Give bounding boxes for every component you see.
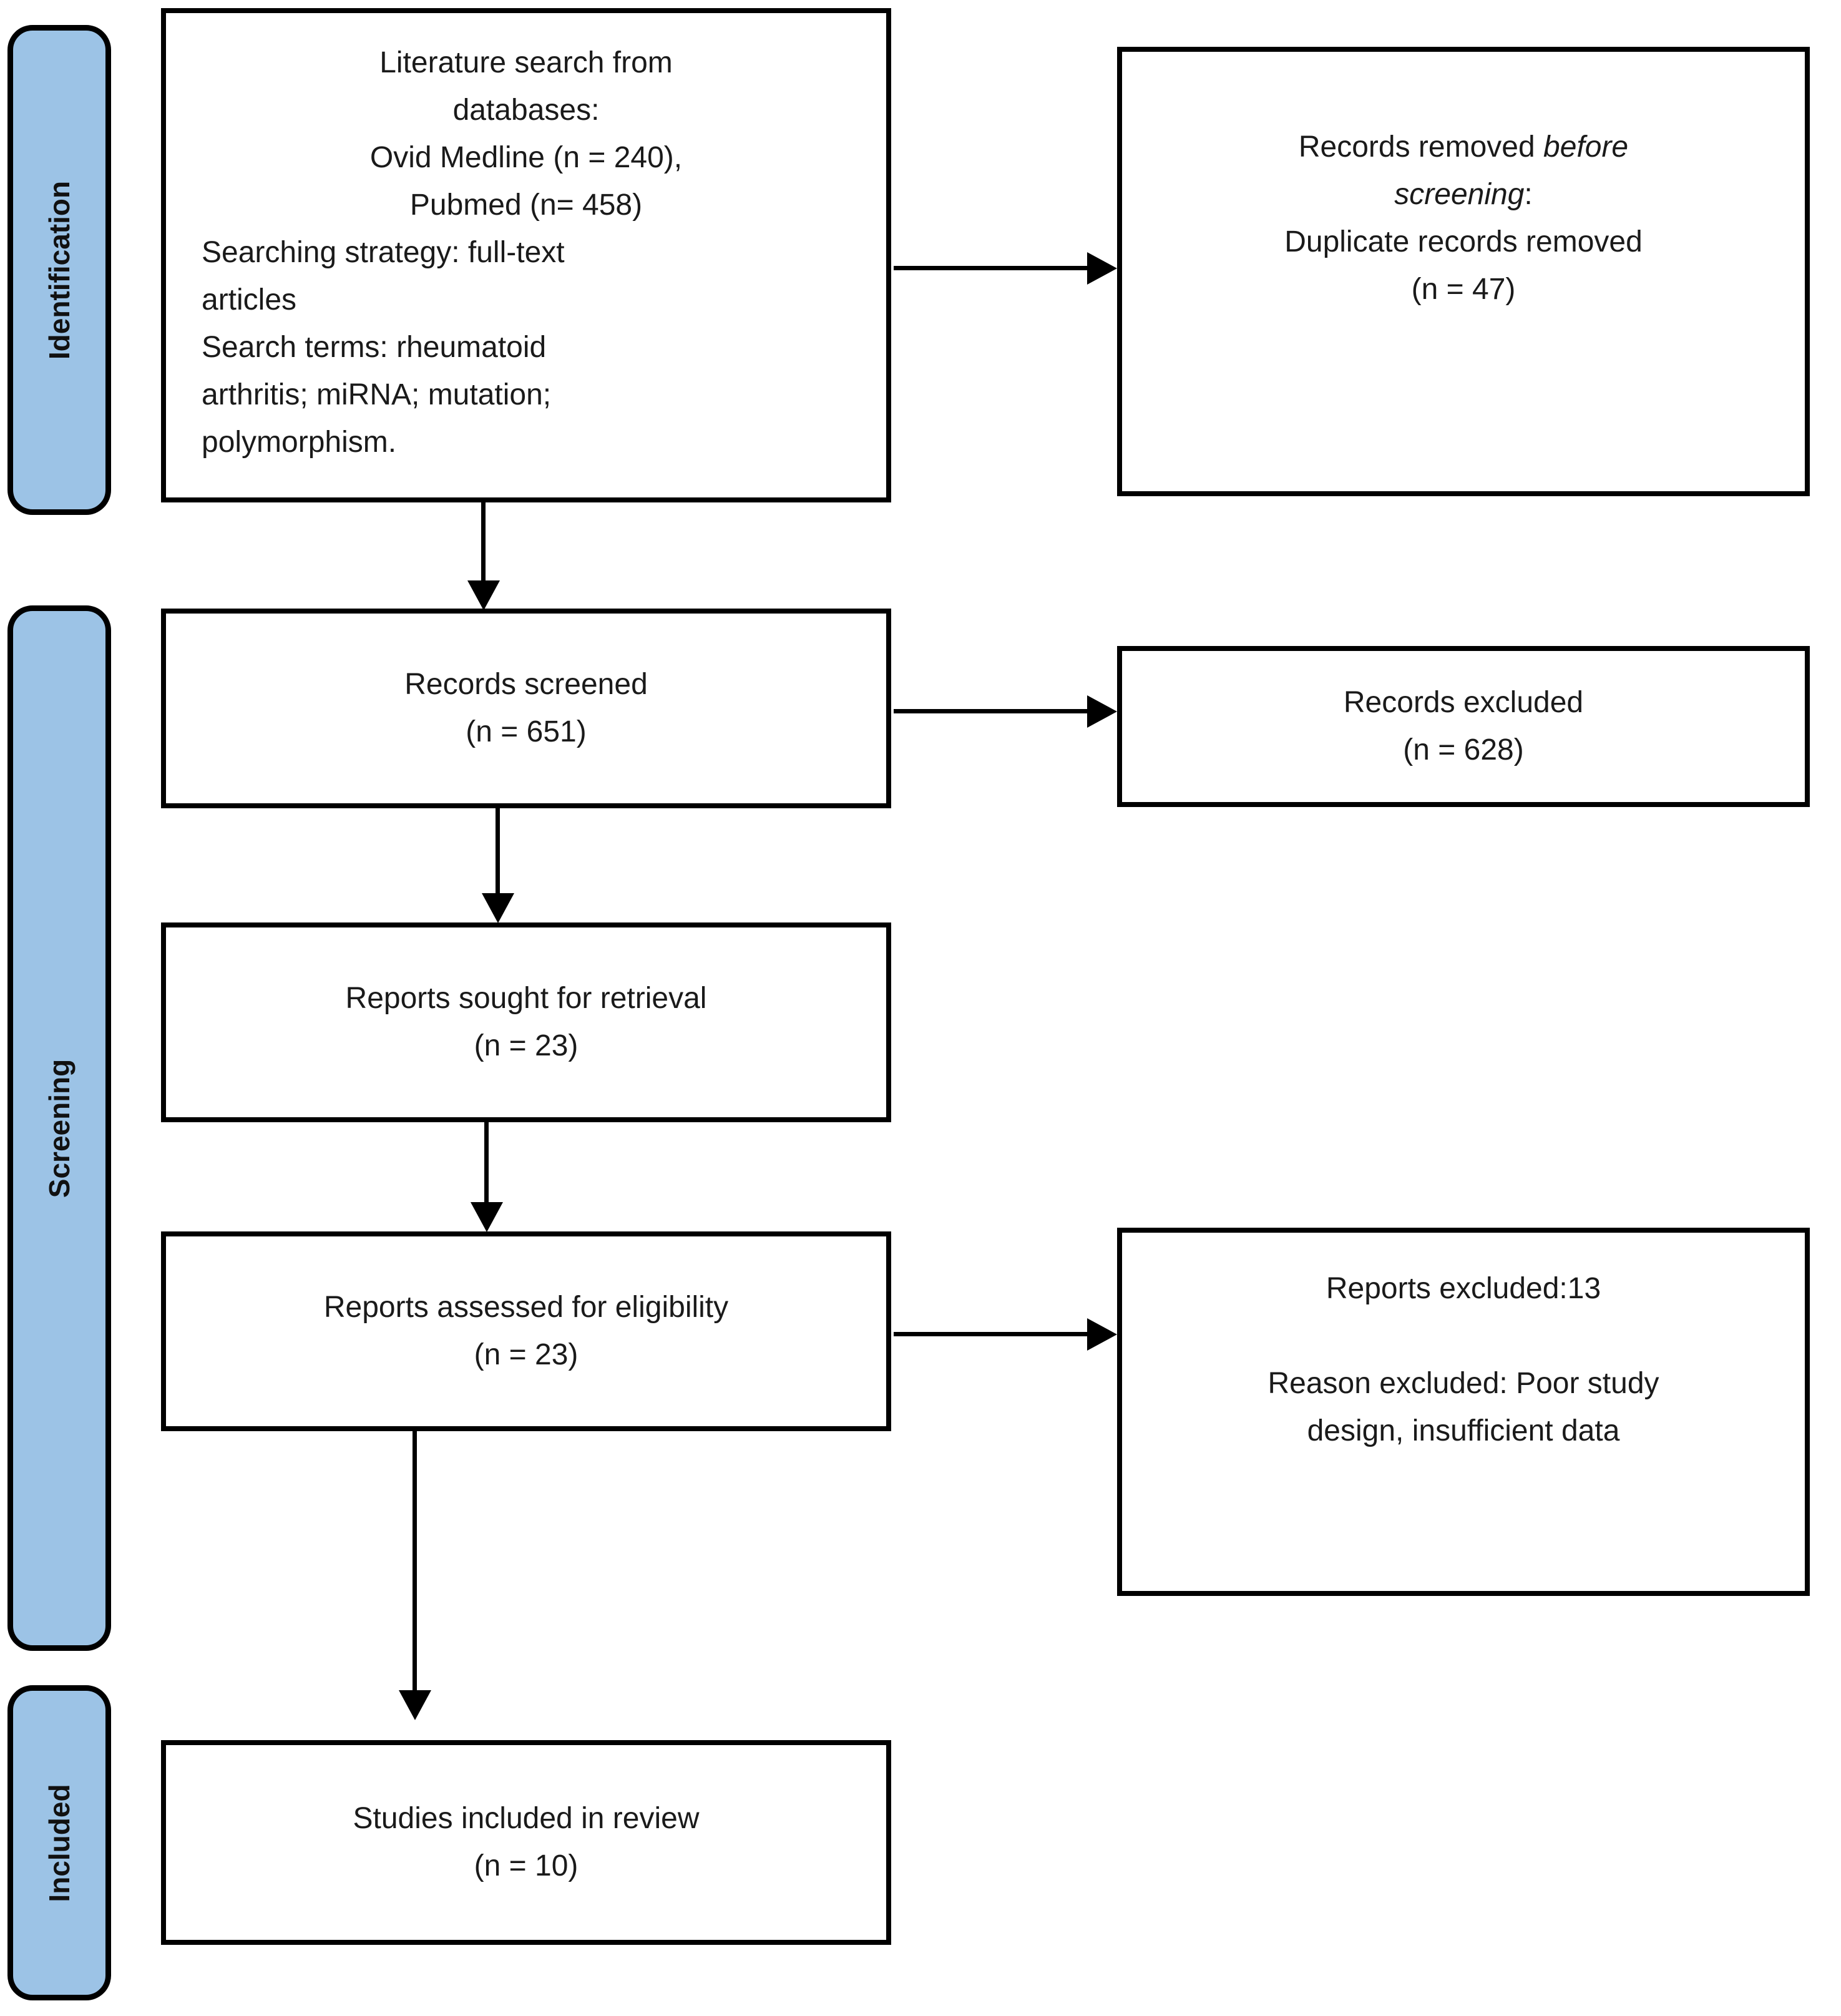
box-text-line: Duplicate records removed (1284, 225, 1643, 258)
arrowhead-down-icon (471, 1202, 503, 1232)
arrowhead-right-icon (1087, 1318, 1117, 1351)
literature-search-left-text: Searching strategy: full-text articles S… (202, 229, 851, 466)
box-text-line: design, insufficient data (1307, 1414, 1620, 1447)
reports-excluded-reason: Reason excluded: Poor study design, insu… (1267, 1360, 1659, 1455)
reports-excluded-box: Reports excluded:13 Reason excluded: Poo… (1117, 1228, 1810, 1596)
arrow-line (894, 709, 1088, 713)
reports-assessed-label: Reports assessed for eligibility (323, 1291, 729, 1324)
literature-search-box: Literature search from databases: Ovid M… (161, 8, 891, 502)
box-text-line: Reason excluded: Poor study (1267, 1367, 1659, 1400)
records-excluded-count: (n = 628) (1403, 733, 1524, 766)
box-text-line: Pubmed (n= 458) (409, 188, 643, 222)
records-screened-box: Records screened (n = 651) (161, 609, 891, 808)
box-text-line: Literature search from (379, 46, 673, 79)
stage-included: Included (7, 1685, 111, 2000)
box-text-line: screening: (1394, 178, 1533, 211)
stage-included-label: Included (43, 1783, 76, 1902)
arrow-line (894, 1332, 1088, 1336)
box-text-line: polymorphism. (202, 426, 397, 459)
box-text-line: Search terms: rheumatoid (202, 331, 547, 364)
italic-text: before (1543, 130, 1629, 164)
stage-screening: Screening (7, 605, 111, 1651)
box-text-line: databases: (452, 94, 600, 127)
stage-screening-label: Screening (43, 1059, 76, 1198)
reports-sought-label: Reports sought for retrieval (345, 982, 707, 1015)
studies-included-box: Studies included in review (n = 10) (161, 1740, 891, 1945)
arrow-line (481, 502, 486, 582)
arrowhead-down-icon (399, 1690, 431, 1720)
box-text-line: Records removed before (1298, 130, 1629, 164)
arrow-line (413, 1431, 417, 1691)
arrow-line (894, 266, 1088, 270)
records-screened-label: Records screened (404, 668, 648, 701)
stage-identification: Identification (7, 25, 111, 515)
records-screened-count: (n = 651) (466, 715, 587, 748)
arrow-line (496, 808, 500, 894)
studies-included-label: Studies included in review (353, 1802, 700, 1835)
records-excluded-label: Records excluded (1343, 686, 1584, 719)
arrow-line (484, 1122, 489, 1203)
reports-sought-box: Reports sought for retrieval (n = 23) (161, 922, 891, 1122)
box-text-line: Ovid Medline (n = 240), (369, 141, 683, 174)
box-text-line: articles (202, 283, 297, 316)
italic-text: screening (1394, 178, 1525, 211)
reports-sought-count: (n = 23) (474, 1029, 579, 1062)
box-text-line: (n = 47) (1411, 273, 1516, 306)
box-text-line: Searching strategy: full-text (202, 236, 565, 269)
records-excluded-box: Records excluded (n = 628) (1117, 646, 1810, 807)
studies-included-count: (n = 10) (474, 1849, 579, 1882)
arrowhead-right-icon (1087, 695, 1117, 728)
arrowhead-down-icon (467, 580, 500, 610)
arrowhead-right-icon (1087, 252, 1117, 285)
stage-identification-label: Identification (43, 180, 76, 360)
arrowhead-down-icon (482, 893, 514, 923)
reports-assessed-count: (n = 23) (474, 1338, 579, 1371)
records-removed-box: Records removed before screening: Duplic… (1117, 47, 1810, 496)
literature-search-centered-text: Literature search from databases: Ovid M… (202, 39, 851, 229)
box-text-line: arthritis; miRNA; mutation; (202, 378, 552, 411)
reports-assessed-box: Reports assessed for eligibility (n = 23… (161, 1231, 891, 1431)
reports-excluded-line: Reports excluded:13 (1326, 1272, 1601, 1305)
